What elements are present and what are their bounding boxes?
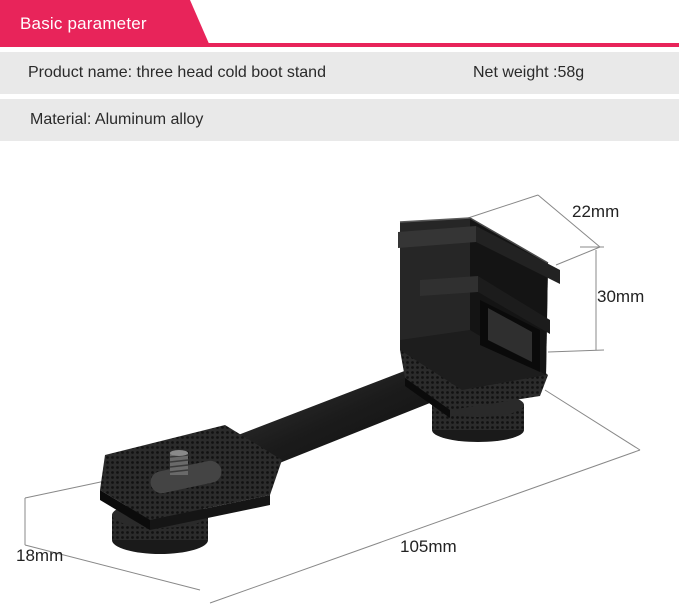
header-tab bbox=[0, 0, 210, 46]
param-row-1: Product name: three head cold boot stand… bbox=[0, 52, 679, 94]
material: Material: Aluminum alloy bbox=[30, 111, 204, 128]
dimension-label-width: 22mm bbox=[572, 202, 620, 221]
param-row-2: Material: Aluminum alloy bbox=[0, 99, 679, 141]
dimension-label-depth: 18mm bbox=[16, 546, 64, 565]
product-name: Product name: three head cold boot stand bbox=[28, 64, 326, 81]
section-header: Basic parameter bbox=[0, 0, 679, 48]
dimension-label-height: 30mm bbox=[597, 287, 645, 306]
dimension-lines bbox=[24, 194, 641, 604]
section-title: Basic parameter bbox=[20, 14, 147, 33]
product-illustration bbox=[24, 194, 641, 604]
dimension-label-length: 105mm bbox=[400, 537, 457, 556]
header-underline bbox=[0, 43, 679, 47]
net-weight: Net weight :58g bbox=[473, 64, 585, 81]
